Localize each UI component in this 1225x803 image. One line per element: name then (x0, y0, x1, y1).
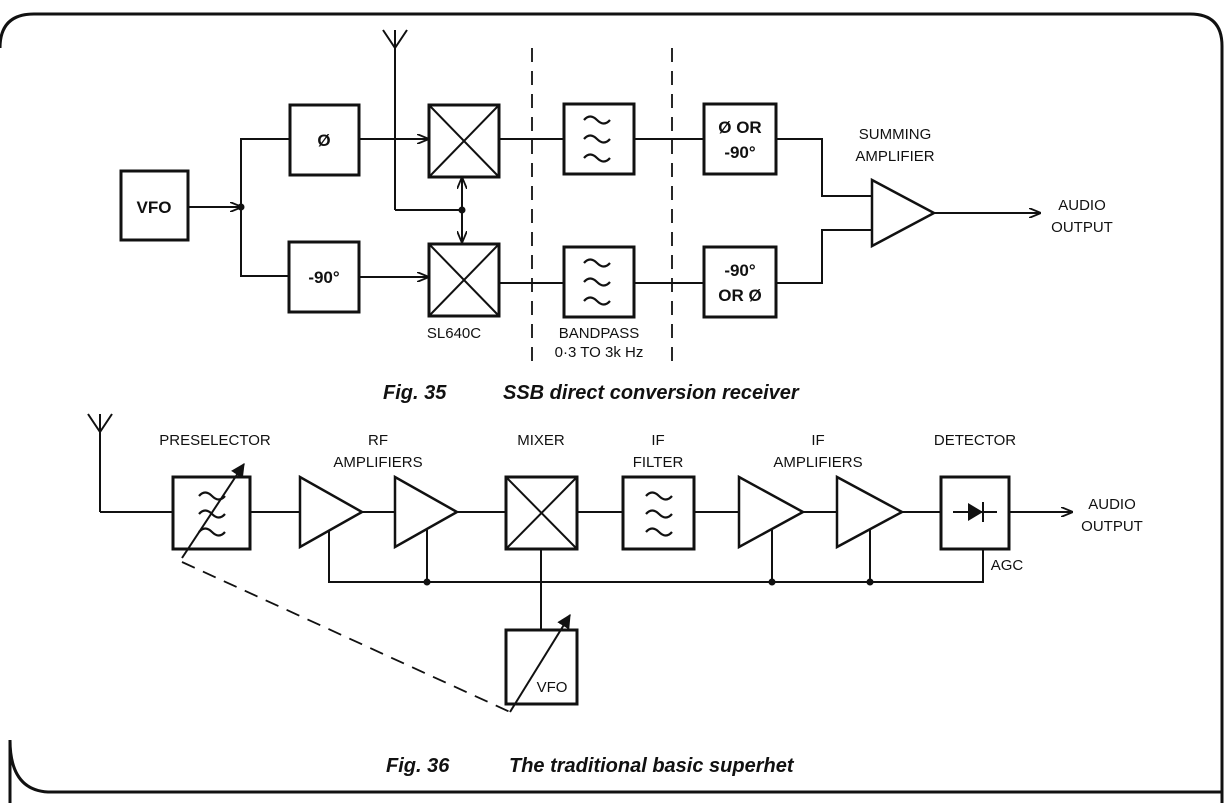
fig36-iffilter-line2: FILTER (633, 454, 684, 471)
filter-icon (562, 245, 636, 319)
diode-icon (953, 502, 997, 522)
amplifier-icon (835, 474, 905, 550)
fig35-summing-line2: AMPLIFIER (855, 148, 934, 165)
fig36-iffilter-line1: IF (651, 432, 664, 449)
filter-icon (562, 102, 636, 176)
fig35-phase-top-box (702, 102, 778, 176)
fig36-ifamp-line1: IF (811, 432, 824, 449)
antenna-icon (87, 413, 113, 512)
fig35-caption-title: SSB direct conversion receiver (503, 382, 800, 404)
fig36-vfo-label: VFO (537, 679, 568, 696)
fig36-diagram: PRESELECTOR RF AMPLIFIERS MIXER IF FILTE… (87, 413, 1143, 777)
fig35-vfo-box (119, 169, 190, 242)
fig35-phase-top-line1: Ø OR (718, 118, 761, 137)
fig36-preselector-label: PRESELECTOR (159, 432, 271, 449)
variable-arrow-icon (181, 463, 245, 559)
fig36-caption-title: The traditional basic superhet (509, 755, 795, 777)
fig35-bandpass-range: 0·3 TO 3k Hz (555, 344, 644, 361)
fig35-output-line1: AUDIO (1058, 197, 1106, 214)
fig35-phase-bottom-line1: -90° (724, 261, 756, 280)
fig35-bandpass-label: BANDPASS (559, 325, 640, 342)
page-frame (0, 12, 1224, 803)
fig35-diagram: VFO Ø -90° (119, 29, 1113, 404)
amplifier-icon (737, 474, 806, 550)
fig36-output-line2: OUTPUT (1081, 518, 1143, 535)
fig36-caption-number: Fig. 36 (386, 755, 450, 777)
variable-arrow-icon (509, 614, 571, 713)
amplifier-icon (870, 177, 937, 249)
fig35-mixer-label: SL640C (427, 325, 481, 342)
fig36-ifamp-line2: AMPLIFIERS (773, 454, 862, 471)
fig35-output-line2: OUTPUT (1051, 219, 1113, 236)
fig35-phase90-label: -90° (308, 268, 340, 287)
fig36-detector-label: DETECTOR (934, 432, 1016, 449)
fig36-rf-line2: AMPLIFIERS (333, 454, 422, 471)
mixer-icon (427, 103, 501, 179)
fig35-summing-line1: SUMMING (859, 126, 932, 143)
fig36-agc-label: AGC (991, 557, 1024, 574)
fig36-vfo-box (504, 628, 579, 706)
fig36-mixer-label: MIXER (517, 432, 565, 449)
mixer-icon (427, 242, 501, 318)
amplifier-icon (298, 474, 365, 550)
fig36-rf-line1: RF (368, 432, 388, 449)
amplifier-icon (393, 474, 460, 550)
antenna-icon (382, 29, 408, 210)
fig35-phase-bottom-box (702, 245, 778, 319)
filter-icon (621, 475, 696, 551)
fig35-phase-bottom-line2: OR Ø (718, 286, 761, 305)
fig36-output-line1: AUDIO (1088, 496, 1136, 513)
mixer-icon (504, 475, 579, 551)
fig35-caption-number: Fig. 35 (383, 382, 447, 404)
fig35-phase0-label: Ø (317, 131, 330, 150)
fig35-phase90-box (287, 240, 361, 314)
fig35-phase-top-line2: -90° (724, 143, 756, 162)
fig35-vfo-label: VFO (137, 198, 172, 217)
